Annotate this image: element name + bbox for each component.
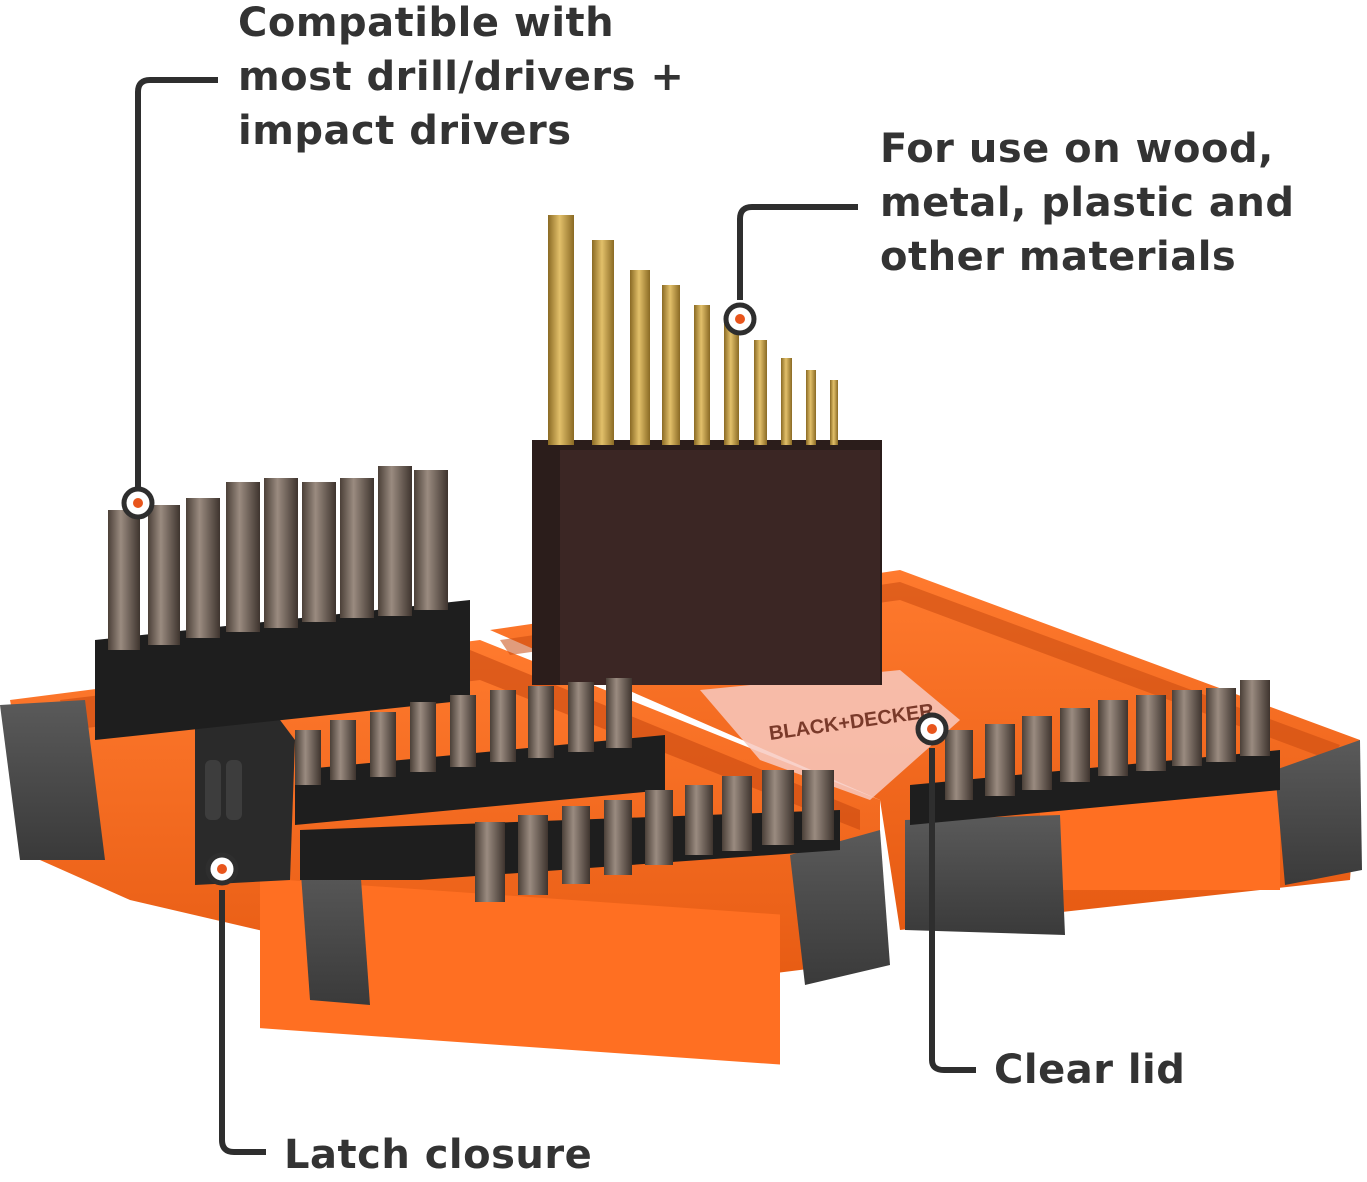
marker-dot-lid xyxy=(915,712,949,746)
callout-materials-line-1: For use on wood, xyxy=(880,126,1274,172)
callout-latch: Latch closure xyxy=(284,1132,593,1178)
hex-and-slotted-bits xyxy=(475,770,834,902)
callout-materials-line-2: metal, plastic and xyxy=(880,180,1295,226)
marker-dot-latch xyxy=(205,852,239,886)
leader-line-compatibility xyxy=(135,77,218,492)
phillips-bits xyxy=(945,680,1270,800)
short-driving-bits xyxy=(295,678,632,785)
latch-closure[interactable] xyxy=(195,700,295,885)
leader-line-latch xyxy=(219,890,266,1155)
callout-compatibility-line-1: Compatible with xyxy=(238,0,615,46)
callout-markers xyxy=(121,302,949,886)
marker-dot-materials xyxy=(723,302,757,336)
callout-materials: For use on wood, metal, plastic and othe… xyxy=(880,122,1294,284)
callout-compatibility-line-3: impact drivers xyxy=(238,108,572,154)
screwdriver-bits xyxy=(108,466,448,650)
callout-compatibility-line-2: most drill/drivers + xyxy=(238,54,685,100)
leader-line-materials xyxy=(737,204,858,300)
drill-bits xyxy=(548,215,838,445)
short-bit-holder-top xyxy=(295,735,665,825)
leader-line-lid xyxy=(929,748,976,1073)
callout-materials-line-3: other materials xyxy=(880,234,1237,280)
phillips-bit-holder xyxy=(910,750,1280,825)
marker-dot-compatibility xyxy=(121,486,155,520)
callout-compatibility: Compatible with most drill/drivers + imp… xyxy=(238,0,684,158)
callout-lid: Clear lid xyxy=(994,1047,1186,1093)
drill-bit-holder xyxy=(532,440,882,685)
leader-lines xyxy=(135,77,976,1155)
